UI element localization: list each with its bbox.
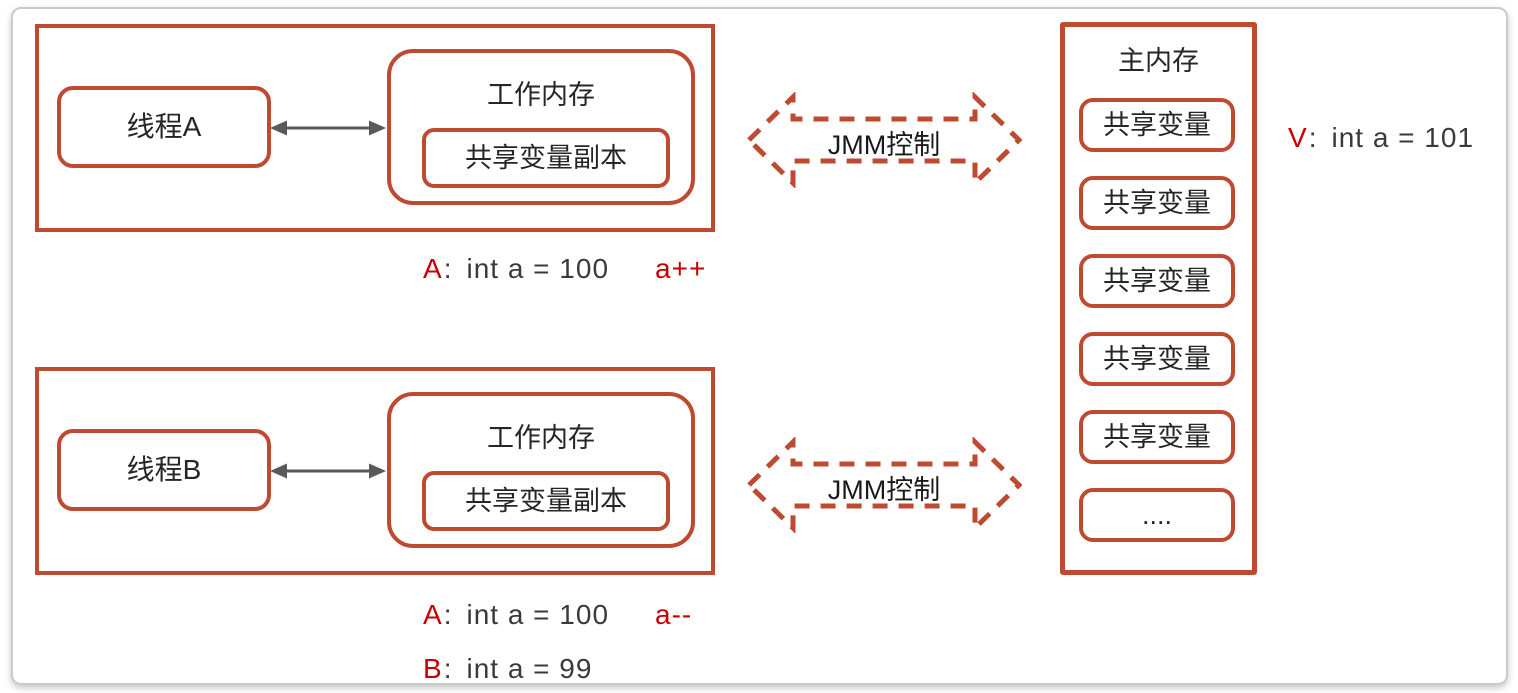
shared-variable-slot: 共享变量 xyxy=(1079,410,1235,464)
annotation-separator: : xyxy=(443,653,452,684)
annotation-thread-a: A: int a = 100 a++ xyxy=(423,253,706,285)
thread-a-working-memory: 工作内存 共享变量副本 xyxy=(387,49,695,205)
working-memory-title: 工作内存 xyxy=(487,423,595,453)
shared-variable-copy-box: 共享变量副本 xyxy=(422,128,670,188)
thread-a-container: 线程A 工作内存 共享变量副本 xyxy=(35,24,715,232)
annotation-prefix: A xyxy=(423,253,442,284)
thread-b-working-memory: 工作内存 共享变量副本 xyxy=(387,392,695,548)
annotation-main-memory: V: int a = 101 xyxy=(1288,122,1474,154)
double-block-arrow-icon xyxy=(745,436,1023,534)
double-block-arrow-icon xyxy=(745,91,1023,189)
shared-variable-slot: 共享变量 xyxy=(1079,176,1235,230)
thread-b-container: 线程B 工作内存 共享变量副本 xyxy=(35,367,715,575)
jmm-arrow-label: JMM控制 xyxy=(827,130,941,160)
annotation-prefix: A xyxy=(423,599,442,630)
annotation-prefix: V xyxy=(1288,122,1307,153)
annotation-thread-b-line1: A: int a = 100 a-- xyxy=(423,599,692,631)
annotation-value: int a = 100 xyxy=(466,253,610,284)
main-memory-container: 主内存 共享变量 共享变量 共享变量 共享变量 共享变量 .... xyxy=(1060,22,1257,575)
working-memory-title: 工作内存 xyxy=(487,80,595,110)
jmm-arrow-label: JMM控制 xyxy=(827,475,941,505)
annotation-value: int a = 101 xyxy=(1331,122,1475,153)
thread-b-box: 线程B xyxy=(57,429,271,511)
shared-variable-copy-box: 共享变量副本 xyxy=(422,471,670,531)
bidirectional-arrow-icon xyxy=(270,120,386,136)
annotation-separator: : xyxy=(443,253,452,284)
annotation-operation: a++ xyxy=(655,253,707,284)
annotation-thread-b-line2: B: int a = 99 xyxy=(423,653,592,685)
thread-a-box: 线程A xyxy=(57,86,271,168)
shared-variable-slot: 共享变量 xyxy=(1079,98,1235,152)
shared-variable-slot: 共享变量 xyxy=(1079,332,1235,386)
annotation-value: int a = 99 xyxy=(466,653,593,684)
annotation-separator: : xyxy=(1308,122,1317,153)
jmm-arrow-bottom: JMM控制 xyxy=(745,436,1023,534)
annotation-prefix: B xyxy=(423,653,442,684)
annotation-value: int a = 100 xyxy=(466,599,610,630)
main-memory-title: 主内存 xyxy=(1118,46,1199,76)
annotation-separator: : xyxy=(443,599,452,630)
jmm-arrow-top: JMM控制 xyxy=(745,91,1023,189)
bidirectional-arrow-icon xyxy=(270,463,386,479)
shared-variable-slot: 共享变量 xyxy=(1079,254,1235,308)
annotation-operation: a-- xyxy=(655,599,693,630)
shared-variable-slot-ellipsis: .... xyxy=(1079,488,1235,542)
